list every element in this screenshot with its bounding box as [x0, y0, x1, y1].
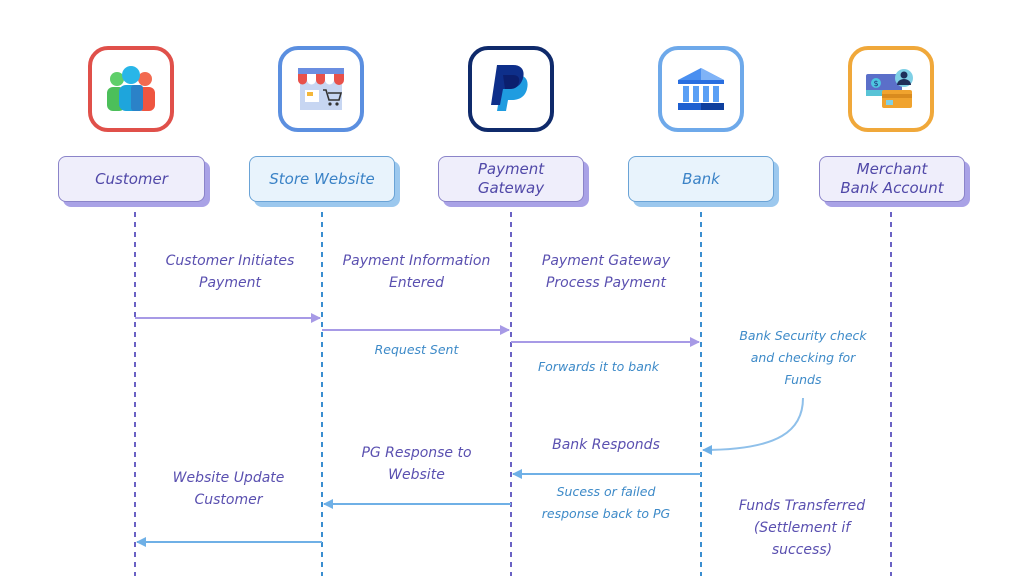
note-success-or-failed: Sucess or failed response back to PG: [511, 481, 701, 525]
pg-response-line2: Website: [388, 467, 445, 483]
bank-check-line2: and checking for: [750, 350, 856, 365]
money-card-account-icon: $: [866, 69, 913, 108]
website-update-line1: Website Update: [172, 470, 285, 486]
actor-customer: Customer: [58, 156, 205, 202]
step-customer-initiates-payment: Customer Initiates Payment: [140, 250, 320, 294]
step1-title-line2: Payment: [199, 275, 261, 291]
note-forwards-to-bank: Forwards it to bank: [537, 359, 660, 374]
actor-merchant-label-line1: Merchant: [856, 160, 928, 178]
actor-customer-label: Customer: [95, 169, 168, 188]
note-bank-security-check: Bank Security check and checking for Fun…: [718, 325, 888, 391]
step2-title-line2: Entered: [388, 275, 445, 291]
store-icon-tile: [278, 46, 364, 132]
step3-title-line1: Payment Gateway: [541, 253, 671, 269]
actor-store-label: Store Website: [269, 169, 375, 188]
svg-text:$: $: [873, 79, 878, 88]
funds-line3: success): [771, 542, 833, 558]
actor-bank-label: Bank: [682, 169, 720, 188]
step-payment-information-entered: Payment Information Entered: [322, 250, 511, 294]
actor-gateway-label-line2: Gateway: [477, 179, 545, 197]
step-website-update-customer: Website Update Customer: [135, 467, 322, 511]
actor-gateway-label-line1: Payment: [477, 160, 545, 178]
funds-line1: Funds Transferred: [738, 498, 866, 514]
merchant-icon-tile: $: [848, 46, 934, 132]
step-gateway-process-payment: Payment Gateway Process Payment: [511, 250, 701, 294]
step3-title-line2: Process Payment: [545, 275, 667, 291]
storefront-cart-icon: [298, 68, 344, 110]
bank-building-icon: [678, 68, 724, 110]
people-group-icon: [107, 66, 155, 111]
actor-merchant-bank-account: Merchant Bank Account: [819, 156, 965, 202]
step1-title-line1: Customer Initiates: [165, 253, 295, 269]
step-funds-transferred: Funds Transferred (Settlement if success…: [712, 495, 892, 561]
step2-title-line1: Payment Information: [342, 253, 491, 269]
actor-store-website: Store Website: [249, 156, 395, 202]
pg-response-line1: PG Response to: [361, 445, 472, 461]
bank-check-line3: Funds: [784, 372, 822, 387]
customer-icon-tile: [88, 46, 174, 132]
bank-icon-tile: [658, 46, 744, 132]
actor-merchant-label-line2: Bank Account: [840, 179, 944, 197]
actor-payment-gateway: Payment Gateway: [438, 156, 584, 202]
actor-bank: Bank: [628, 156, 774, 202]
step-pg-response-to-website: PG Response to Website: [322, 442, 511, 486]
step-bank-responds: Bank Responds: [552, 437, 660, 453]
funds-line2: (Settlement if: [753, 520, 851, 536]
note-request-sent: Request Sent: [374, 342, 459, 357]
arrow-bank-self-check: [702, 397, 804, 455]
website-update-line2: Customer: [194, 492, 263, 508]
paypal-logo-icon: [491, 65, 528, 111]
response-note-line2: response back to PG: [541, 506, 671, 521]
bank-check-line1: Bank Security check: [739, 328, 867, 343]
gateway-icon-tile: [468, 46, 554, 132]
response-note-line1: Sucess or failed: [556, 484, 656, 499]
